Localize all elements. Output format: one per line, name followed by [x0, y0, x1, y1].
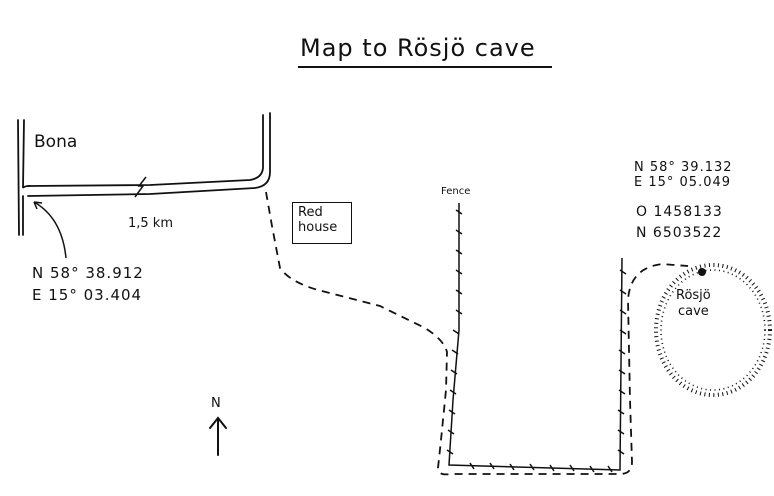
red-house-line2: house — [298, 220, 338, 235]
cave-name-label: Rösjö cave — [676, 288, 711, 320]
distance-label: 1,5 km — [128, 216, 173, 231]
cave-coord-north: N 58° 39.132 — [634, 160, 733, 175]
fence-label: Fence — [441, 186, 471, 197]
start-coord-east: E 15° 03.404 — [32, 286, 143, 304]
road-west — [17, 119, 31, 236]
red-house-line1: Red — [298, 205, 323, 220]
map-title: Map to Rösjö cave — [300, 34, 536, 62]
walking-route — [265, 191, 689, 476]
north-arrow-icon — [209, 416, 227, 456]
red-house-label: Red house — [298, 205, 337, 235]
road-main — [27, 112, 271, 197]
cave-name-line2: cave — [677, 304, 709, 319]
cave-coord-east: E 15° 05.049 — [634, 175, 732, 190]
title-underline — [298, 66, 552, 68]
red-house-box — [292, 202, 352, 244]
cave-grid-o: O 1458133 — [636, 204, 723, 220]
cave-name-line1: Rösjö — [676, 288, 711, 303]
cave-grid-n: N 6503522 — [636, 225, 723, 241]
north-label: N — [211, 396, 221, 411]
start-pointer — [33, 201, 67, 259]
cave-entrance-marker — [698, 268, 706, 276]
place-label-bona: Bona — [34, 132, 78, 152]
start-coord-north: N 58° 38.912 — [32, 264, 144, 282]
road-break-mark — [134, 176, 147, 198]
fence-line — [446, 203, 627, 473]
cave-outline — [654, 263, 772, 397]
